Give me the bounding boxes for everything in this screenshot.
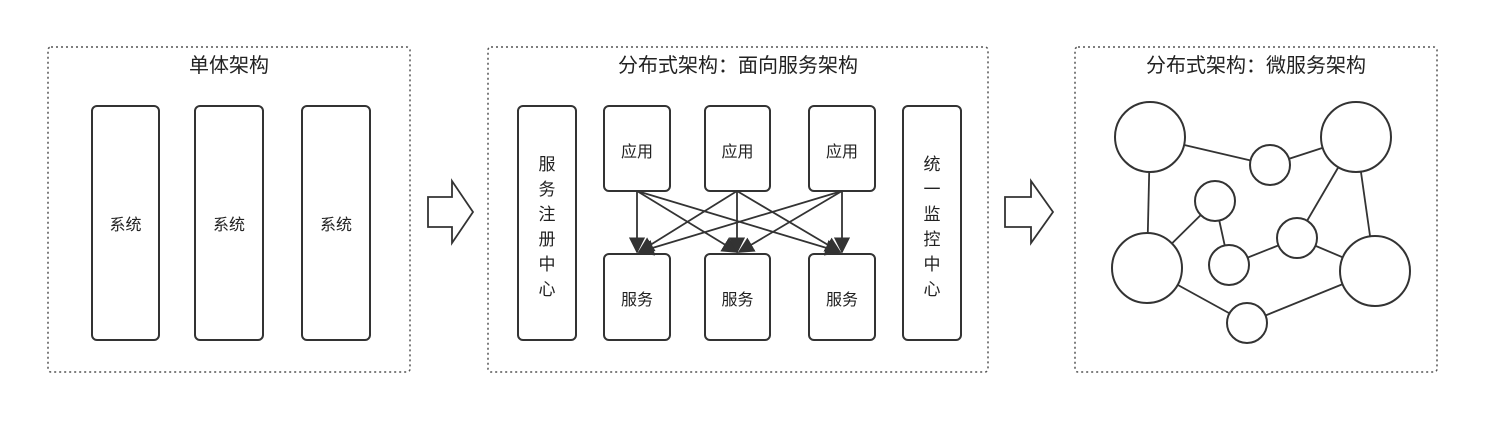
app-label: 应用 — [826, 142, 858, 161]
connector-arrow — [737, 190, 843, 253]
monolith-panel: 单体架构 系统 系统 系统 — [47, 46, 411, 373]
app-label: 应用 — [621, 142, 653, 161]
monitor-char: 中 — [924, 255, 941, 275]
service-box — [808, 253, 876, 341]
connector-arrows — [628, 190, 851, 256]
network-nodes — [1111, 101, 1411, 344]
connector-arrow — [637, 190, 738, 253]
microservices-panel: 分布式架构：微服务架构 — [1074, 46, 1438, 373]
service-label: 服务 — [621, 290, 653, 309]
registry-char: 心 — [539, 280, 556, 300]
service-label: 服务 — [826, 290, 858, 309]
app-label: 应用 — [721, 142, 753, 161]
soa-panel: 分布式架构：面向服务架构 服 务 注 册 中 心 应用 应用 应用 服务 服务 … — [487, 46, 989, 373]
system-label: 系统 — [109, 215, 141, 234]
registry-char: 中 — [539, 255, 556, 275]
registry-char: 注 — [539, 205, 556, 225]
monitor-char: 心 — [924, 280, 941, 300]
system-label: 系统 — [213, 215, 245, 234]
soa-title: 分布式架构：面向服务架构 — [618, 53, 858, 77]
registry-char: 册 — [539, 230, 556, 250]
monitor-char: 统 — [924, 155, 941, 175]
connector-arrow — [637, 190, 843, 256]
arrow-right-icon — [427, 178, 475, 246]
microservice-node — [1249, 144, 1291, 186]
service-label: 服务 — [721, 290, 753, 309]
monitor-char: 一 — [924, 180, 941, 200]
microservice-node — [1276, 217, 1318, 259]
arrow-right-icon — [1004, 178, 1055, 246]
microservice-node — [1208, 244, 1250, 286]
microservice-node — [1339, 235, 1411, 307]
service-box — [603, 253, 671, 341]
microservices-title: 分布式架构：微服务架构 — [1146, 53, 1366, 77]
monolith-panel-border — [47, 46, 411, 373]
registry-char: 服 — [539, 155, 556, 175]
system-box — [194, 105, 264, 341]
microservice-node — [1194, 180, 1236, 222]
service-box — [704, 253, 771, 341]
monitor-char: 监 — [924, 205, 941, 225]
monitor-char: 控 — [924, 230, 941, 250]
registry-char: 务 — [539, 180, 556, 200]
microservice-node — [1226, 302, 1268, 344]
system-box — [91, 105, 160, 341]
microservices-panel-border — [1074, 46, 1438, 373]
system-box — [301, 105, 371, 341]
connector-arrow — [736, 190, 842, 253]
microservice-node — [1114, 101, 1186, 173]
monolith-title: 单体架构 — [189, 53, 269, 77]
monitoring-center-box — [902, 105, 962, 341]
microservice-node — [1111, 232, 1183, 304]
soa-panel-border — [487, 46, 989, 373]
system-label: 系统 — [320, 215, 352, 234]
service-registry-box — [517, 105, 577, 341]
microservice-node — [1320, 101, 1392, 173]
